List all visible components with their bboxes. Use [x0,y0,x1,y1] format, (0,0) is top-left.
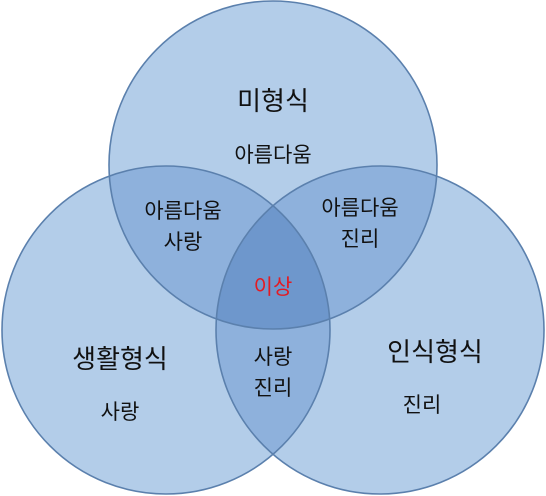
overlap-left-right-line-2: 진리 [253,376,293,401]
overlap-center [216,166,330,329]
overlap-top-right-line-1: 아름다움 [321,196,399,220]
right-set-value: 진리 [402,393,442,417]
top-set-title: 미형식 [237,87,309,117]
overlap-top-right-line-2: 진리 [340,227,380,252]
overlap-top-right-label: 아름다움 진리 [300,196,420,252]
outline-left [1,165,331,495]
outline-right [215,165,545,495]
overlap-left-right-label: 사랑 진리 [223,345,323,401]
outline-top [108,0,438,330]
right-set-title: 인식형식 [387,338,483,368]
overlap-left-right-line-1: 사랑 [253,345,293,369]
overlap-top-left-label: 아름다움 사랑 [123,199,243,255]
overlap-top-left-line-2: 사랑 [163,230,203,255]
overlap-top-left-line-1: 아름다움 [144,199,222,223]
left-set-value: 사랑 [100,400,140,424]
center-ideal-label: 이상 [253,275,293,299]
top-set-value: 아름다움 [234,143,312,167]
left-set-title: 생활형식 [72,345,168,375]
